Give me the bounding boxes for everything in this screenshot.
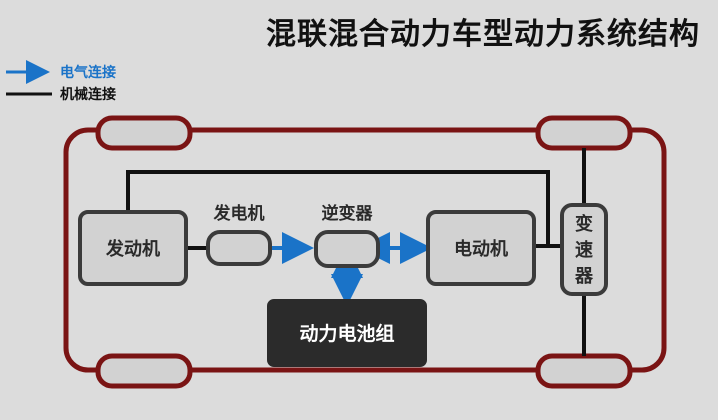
wheel-rear-left [95,353,193,389]
transmission-label-2: 速 [575,239,593,261]
generator-box [206,230,272,266]
motor-label: 电动机 [454,238,508,260]
wheel-front-right [535,115,633,151]
inverter-box [314,230,380,268]
transmission-box [560,203,608,296]
generator-label: 发电机 [213,203,265,224]
motor-box [426,210,536,286]
transmission-label-3: 器 [574,266,594,287]
engine-label: 发动机 [105,238,160,260]
wheel-rear-right [535,353,633,389]
legend: 电气连接 机械连接 [6,60,116,103]
vehicle-frame [63,127,667,373]
battery-box [267,299,427,367]
wheel-front-left [95,115,193,151]
transmission-label-1: 变 [575,213,593,235]
battery-label: 动力电池组 [299,322,394,345]
legend-electric-label: 电气连接 [60,64,116,81]
engine-box [78,210,188,286]
inverter-label: 逆变器 [322,203,374,224]
legend-mechanical-label: 机械连接 [60,86,116,103]
diagram-title: 混联混合动力车型动力系统结构 [266,17,700,52]
